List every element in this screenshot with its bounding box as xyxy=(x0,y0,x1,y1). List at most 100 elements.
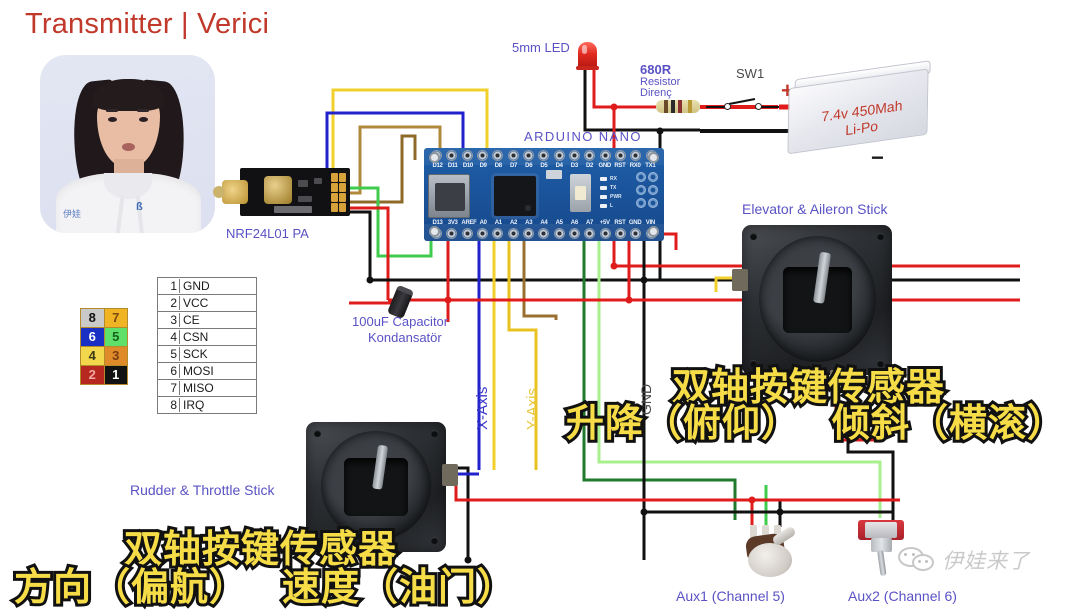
nano-pin-label: VIN xyxy=(645,220,655,226)
aux1-potentiometer[interactable] xyxy=(742,525,798,579)
nano-pin-pad-a4[interactable] xyxy=(538,228,550,239)
wire-lightgreen-a7 xyxy=(597,234,882,518)
junction-dot xyxy=(444,296,452,304)
pin-number: 2 xyxy=(158,296,180,310)
presenter-eye-left xyxy=(108,117,117,122)
nrf24l01-module xyxy=(213,168,350,216)
resistor-680r xyxy=(656,100,700,113)
nano-pin-label: D4 xyxy=(555,163,563,169)
wire-black-gimbal-right-b xyxy=(846,380,895,520)
junction-dot xyxy=(366,276,374,284)
mount-hole xyxy=(314,537,321,544)
nano-pin-pad-rst[interactable] xyxy=(615,150,627,161)
caption-bottom-line2b: 速度（油门） 速度（油门） xyxy=(279,562,518,612)
pin-name: VCC xyxy=(183,296,209,310)
nano-pin-pad-d7[interactable] xyxy=(507,150,519,161)
presenter-logo: 伊娃 xyxy=(63,210,82,220)
caption-top-line2b: 倾斜（横滚） 倾斜（横滚） xyxy=(829,398,1068,448)
nano-pin-pad-a2[interactable] xyxy=(507,228,519,239)
nano-pin-pad-d3[interactable] xyxy=(569,150,581,161)
nano-pin-pad-a0[interactable] xyxy=(477,228,489,239)
nano-pin-pad-d4[interactable] xyxy=(553,150,565,161)
nano-pin-pad-gnd[interactable] xyxy=(599,150,611,161)
atmega328p-chip xyxy=(494,176,536,216)
mount-hole xyxy=(750,360,757,367)
nano-status-led: TX xyxy=(600,183,644,192)
led-label: RX xyxy=(610,175,617,182)
nrf24l01-label: NRF24L01 PA xyxy=(226,226,309,241)
nano-pin-pad-d6[interactable] xyxy=(523,150,535,161)
led-indicator xyxy=(600,194,607,199)
nano-pin-label: A2 xyxy=(509,220,518,226)
nano-pin-pad-d10[interactable] xyxy=(461,150,473,161)
pin-color-cell: 5 xyxy=(104,328,127,346)
reset-button[interactable] xyxy=(570,174,591,212)
nano-pin-pad-gnd[interactable] xyxy=(630,228,642,239)
pot-body xyxy=(748,543,792,577)
nano-pin-pad-a6[interactable] xyxy=(569,228,581,239)
nano-pin-pad-rx0[interactable] xyxy=(630,150,642,161)
pin-number: 8 xyxy=(158,398,180,412)
toggle-lever[interactable] xyxy=(877,549,887,577)
smd-chip xyxy=(314,178,322,184)
mount-hole xyxy=(429,152,440,163)
switch-terminal-right xyxy=(755,103,762,110)
nano-pin-pad-d11[interactable] xyxy=(446,150,458,161)
pin-name: IRQ xyxy=(183,398,205,412)
nano-pin-pad-d5[interactable] xyxy=(538,150,550,161)
pin-color-cell: 8 xyxy=(81,309,104,327)
nano-pin-pad-a5[interactable] xyxy=(553,228,565,239)
nano-pin-label: GND xyxy=(628,220,642,226)
presenter-brow-left xyxy=(106,109,118,112)
junction-dot xyxy=(640,508,648,516)
watermark-text: 伊娃来了 xyxy=(942,549,1030,573)
led-rim xyxy=(576,66,599,70)
nano-pin-pad-d9[interactable] xyxy=(477,150,489,161)
nano-pin-pad-aref[interactable] xyxy=(461,228,473,239)
nano-pin-pad-5v[interactable] xyxy=(599,228,611,239)
nano-pin-pad-3v3[interactable] xyxy=(446,228,458,239)
caption-top-line1: 双轴按键传感器 双轴按键传感器 xyxy=(669,362,947,412)
nano-pin-pad-d2[interactable] xyxy=(584,150,596,161)
junction-dot xyxy=(748,496,756,504)
nano-pin-pad-d8[interactable] xyxy=(492,150,504,161)
wire-green-nrf-d13 xyxy=(350,186,433,258)
mount-hole xyxy=(648,152,659,163)
gimbal-elevator-aileron[interactable] xyxy=(732,225,892,383)
gimbal-rudder-throttle[interactable] xyxy=(306,422,458,552)
aux2-toggle-switch[interactable] xyxy=(858,520,906,580)
nano-pin-pad-a7[interactable] xyxy=(584,228,596,239)
smd-chip xyxy=(298,196,312,202)
led-label: 5mm LED xyxy=(512,40,570,55)
caption-bottom-line2a: 方向（偏航） 方向（偏航） xyxy=(11,562,250,612)
presenter-mouth xyxy=(122,143,135,151)
rudder-throttle-stick-label: Rudder & Throttle Stick xyxy=(130,482,275,498)
battery-minus-sign: − xyxy=(871,145,884,170)
wire-blue-nrf-d9 xyxy=(325,111,465,198)
toggle-neck xyxy=(871,538,892,552)
wire-red-nrf-vcc xyxy=(348,206,390,300)
nano-pin-pad-rst[interactable] xyxy=(615,228,627,239)
nano-pin-pad-a3[interactable] xyxy=(523,228,535,239)
mount-hole xyxy=(431,537,438,544)
led-indicator xyxy=(600,203,607,208)
nano-pin-label: D3 xyxy=(570,163,578,169)
nano-pin-label: A5 xyxy=(555,220,563,226)
nano-pin-label: RST xyxy=(614,220,626,226)
nano-pin-label: D5 xyxy=(540,163,548,169)
capacitor-label-tr: Kondansatör xyxy=(368,330,442,345)
nano-pin-pad-a1[interactable] xyxy=(492,228,504,239)
rf-shield-can xyxy=(264,176,292,204)
nano-pin-label: D8 xyxy=(494,163,502,169)
caption-top-line2a: 升降（俯仰） 升降（俯仰） xyxy=(563,398,802,448)
mount-hole xyxy=(314,430,321,437)
nano-pin-label: RX0 xyxy=(629,163,641,169)
led-5mm xyxy=(578,42,597,69)
pin-name: SCK xyxy=(183,347,208,361)
nano-pin-label: A7 xyxy=(585,220,594,226)
